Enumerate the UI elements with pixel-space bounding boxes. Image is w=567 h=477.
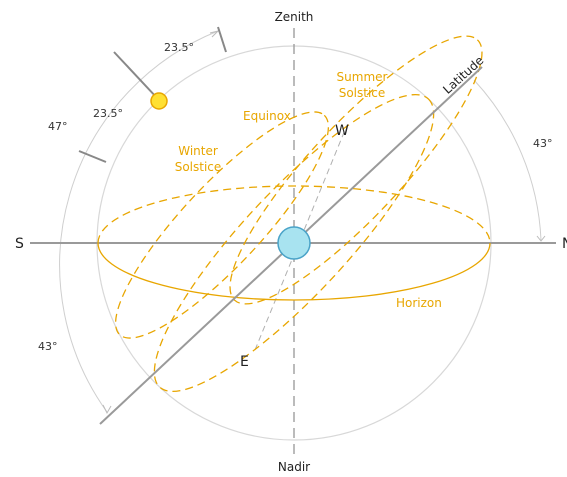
- label-zenith: Zenith: [275, 10, 314, 24]
- horizon-back-arc: [97, 185, 491, 244]
- arc-arrow-right: [536, 235, 546, 242]
- equinox-path: [153, 93, 435, 393]
- label-winter-solstice-2: Solstice: [175, 160, 222, 174]
- summer-solstice-path: [229, 35, 483, 305]
- tilt-tick-lower: [78, 150, 107, 163]
- label-equinox: Equinox: [243, 109, 291, 123]
- sun: [150, 92, 168, 110]
- label-summer-solstice-2: Solstice: [339, 86, 386, 100]
- label-north: N: [562, 236, 567, 252]
- label-nadir: Nadir: [278, 460, 310, 474]
- angle-upper-tilt: 23.5°: [93, 107, 123, 120]
- tilt-tick-top: [217, 26, 227, 53]
- label-latitude: Latitude: [440, 53, 486, 96]
- label-horizon: Horizon: [396, 296, 442, 310]
- tilt-line-sun: [113, 51, 159, 100]
- label-winter-solstice-1: Winter: [178, 144, 218, 158]
- angle-right-arc: 43°: [533, 137, 553, 150]
- outer-angle-arc: [59, 30, 219, 413]
- arc-arrow-top: [209, 30, 220, 38]
- label-east: E: [240, 354, 249, 370]
- outer-angle-arc-right: [473, 79, 542, 241]
- angle-top-tilt: 23.5°: [164, 41, 194, 54]
- label-west: W: [335, 123, 349, 139]
- angle-left-arc: 47°: [48, 120, 68, 133]
- arc-arrow-bottom: [102, 404, 112, 415]
- angle-lower-left-arc: 43°: [38, 340, 58, 353]
- horizon-front-arc: [97, 242, 491, 301]
- label-south: S: [15, 236, 24, 252]
- label-summer-solstice-1: Summer: [337, 70, 388, 84]
- earth: [277, 226, 311, 260]
